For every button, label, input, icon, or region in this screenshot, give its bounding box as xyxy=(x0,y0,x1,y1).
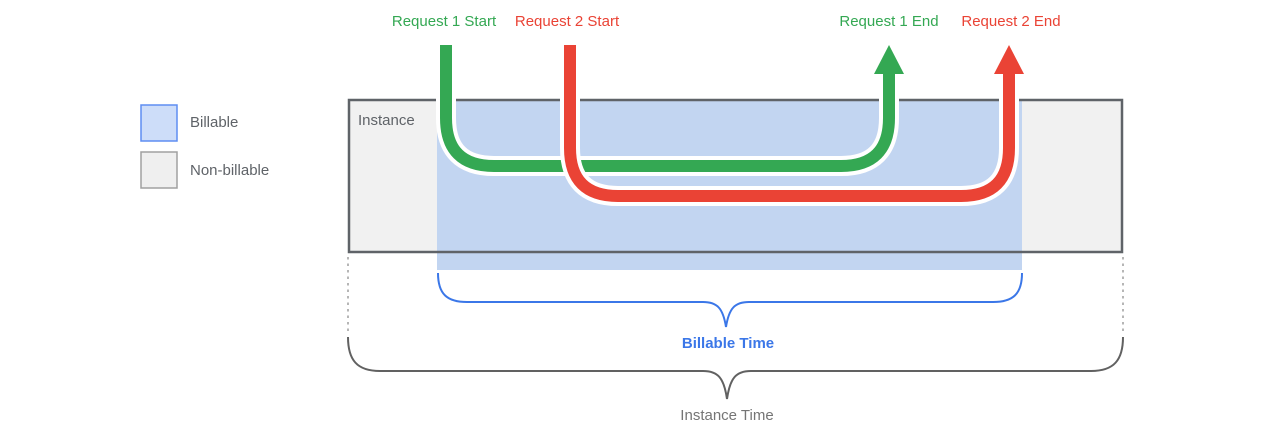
request-2-end-label: Request 2 End xyxy=(961,13,1061,30)
request-1-line xyxy=(440,45,895,172)
legend-nonbillable-label: Non-billable xyxy=(190,162,270,179)
legend-nonbillable-swatch xyxy=(140,151,178,189)
request-2-line xyxy=(564,45,1015,202)
instance-box-border xyxy=(347,98,1124,254)
billable-time-brace xyxy=(437,272,1023,328)
instance-time-brace xyxy=(347,336,1124,400)
billable-time-label: Billable Time xyxy=(681,335,775,352)
request-1-arrowhead-icon xyxy=(874,45,904,74)
instance-time-label: Instance Time xyxy=(680,407,774,424)
legend-billable-swatch xyxy=(140,104,178,142)
request-2-arrowhead-icon xyxy=(994,45,1024,74)
instance-label: Instance xyxy=(358,112,415,129)
billable-region xyxy=(437,101,1022,270)
request-1-end-label: Request 1 End xyxy=(839,13,939,30)
request-1-start-label: Request 1 Start xyxy=(391,13,497,30)
legend-billable-label: Billable xyxy=(190,114,239,131)
request-2-start-label: Request 2 Start xyxy=(514,13,620,30)
